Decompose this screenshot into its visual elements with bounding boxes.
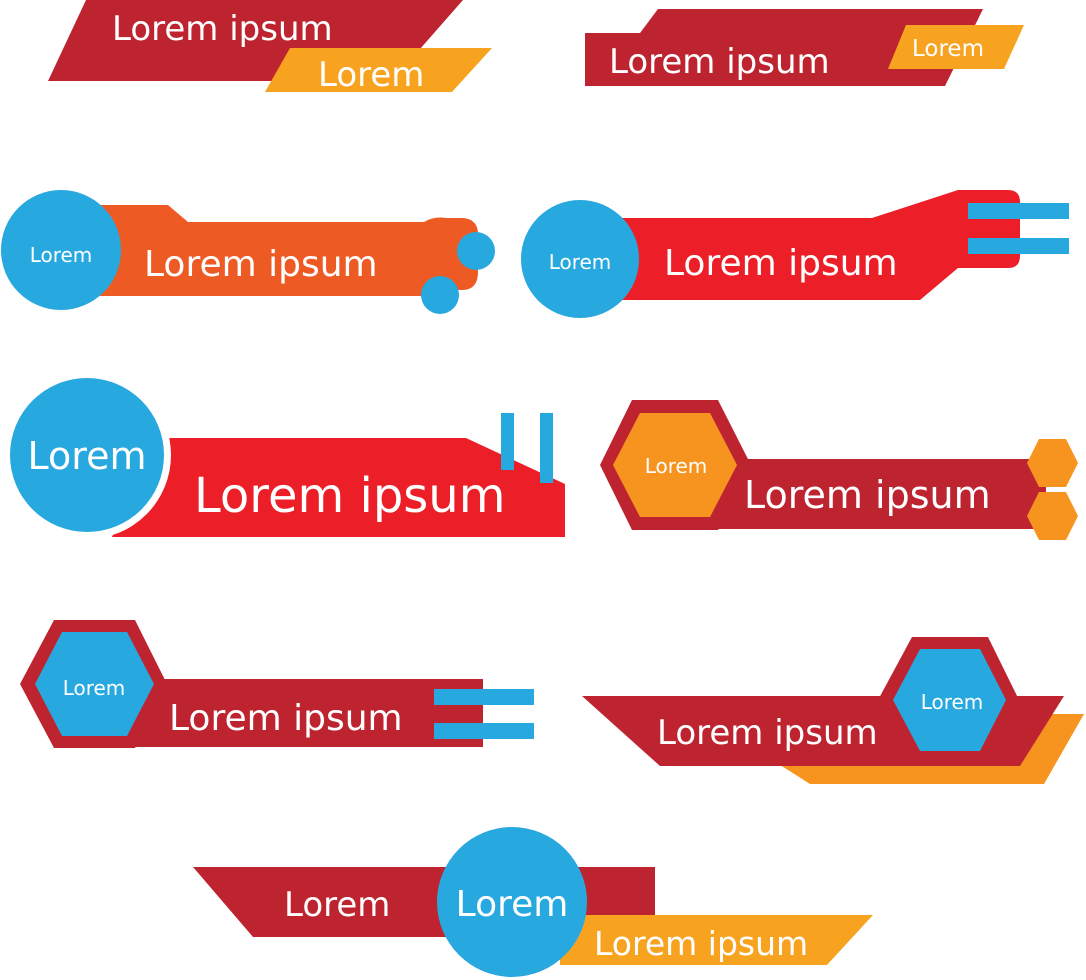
banner-9-left-label: Lorem <box>284 885 390 925</box>
banner-7-main-label: Lorem ipsum <box>169 698 403 739</box>
banner-2-main-ribbon <box>585 9 983 86</box>
banner-9-badge-label: Lorem <box>456 884 569 925</box>
banner-3-main-label: Lorem ipsum <box>144 244 378 285</box>
banner-9-sub-ribbon <box>560 915 873 965</box>
banner-8-badge-label: Lorem <box>921 690 984 714</box>
banner-4-main-label: Lorem ipsum <box>664 243 898 284</box>
banner-5: Lorem Lorem ipsum <box>3 371 565 539</box>
banner-6-badge-label: Lorem <box>645 454 708 478</box>
banner-3-badge <box>1 190 121 310</box>
banner-8-hex-badge <box>893 649 1006 751</box>
banner-6-main-label: Lorem ipsum <box>744 473 991 517</box>
banner-1-sub-ribbon <box>265 48 492 92</box>
banner-5-badge-label: Lorem <box>28 434 147 478</box>
banner-4-badge-label: Lorem <box>549 250 612 274</box>
banner-4-ribbon <box>600 190 1020 300</box>
banner-1-main-label: Lorem ipsum <box>112 9 333 49</box>
banner-7-stripe-top <box>434 689 534 705</box>
banner-2-sub-ribbon <box>888 25 1024 69</box>
banner-5-bar-left <box>501 413 514 470</box>
banner-7: Lorem Lorem ipsum <box>20 620 534 748</box>
banner-4: Lorem Lorem ipsum <box>521 190 1069 318</box>
banner-8-main-label: Lorem ipsum <box>657 713 878 753</box>
banner-3-dot-top <box>457 232 495 270</box>
banner-7-stripe-bottom <box>434 723 534 739</box>
banner-1: Lorem ipsum Lorem <box>48 0 492 95</box>
banner-4-stripe-bottom <box>968 238 1069 254</box>
banner-3-dot-bottom <box>421 276 459 314</box>
banner-2-main-label: Lorem ipsum <box>609 42 830 82</box>
banner-7-hex-badge <box>35 632 154 736</box>
banner-5-ribbon <box>112 438 565 537</box>
banner-3-badge-label: Lorem <box>30 243 93 267</box>
banner-9: Lorem Lorem Lorem ipsum <box>193 827 873 977</box>
banner-5-main-label: Lorem ipsum <box>194 468 505 524</box>
banner-9-sub-label: Lorem ipsum <box>594 924 808 963</box>
banner-7-ribbon <box>120 679 483 747</box>
banner-7-badge-label: Lorem <box>63 676 126 700</box>
banner-1-main-ribbon <box>48 0 463 81</box>
banner-6: Lorem Lorem ipsum <box>600 400 1078 540</box>
banner-9-badge <box>437 827 587 977</box>
banner-5-bar-right <box>540 413 553 483</box>
banner-5-badge <box>10 378 164 532</box>
banner-6-hex-small-bottom <box>1027 492 1078 540</box>
banner-2-sub-label: Lorem <box>912 36 984 62</box>
banner-3: Lorem Lorem ipsum <box>1 190 495 314</box>
banner-6-ribbon <box>700 459 1046 529</box>
banner-4-badge <box>521 200 639 318</box>
banner-4-stripe-top <box>968 203 1069 219</box>
banner-3-ribbon <box>100 205 478 296</box>
banner-6-hex-small-top <box>1027 439 1078 487</box>
banner-1-sub-label: Lorem <box>318 55 424 95</box>
banner-2: Lorem ipsum Lorem <box>585 9 1024 86</box>
banner-6-hex-badge <box>613 413 737 517</box>
banner-8: Lorem Lorem ipsum <box>582 637 1084 784</box>
